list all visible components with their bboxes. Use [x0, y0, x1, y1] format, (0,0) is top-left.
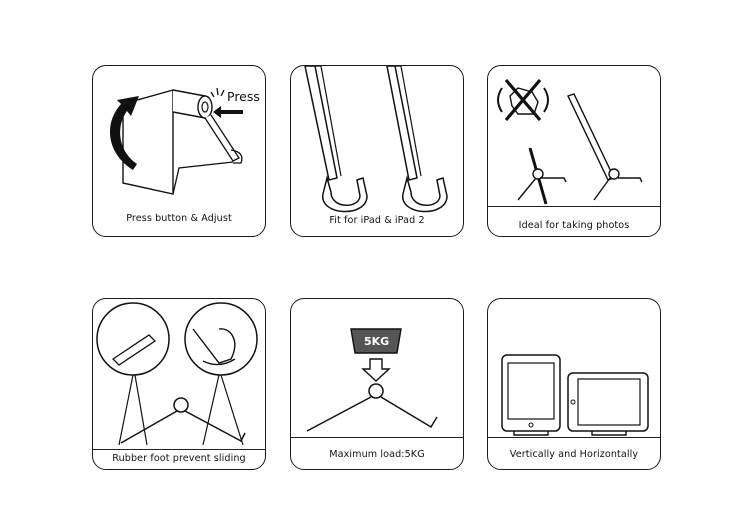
rubber-foot-illustration: [96, 302, 258, 446]
press-adjust-illustration: Press: [109, 87, 260, 195]
caption-rubber-foot: Rubber foot prevent sliding: [112, 453, 246, 464]
panel-rubber-foot: Rubber foot prevent sliding: [92, 298, 266, 470]
max-load-illustration: 5KG: [306, 328, 438, 432]
panel-photos: Ideal for taking photos: [487, 65, 661, 237]
press-arrow-icon: [210, 87, 243, 118]
press-label: Press: [227, 89, 260, 104]
photos-illustration: [497, 78, 643, 205]
down-arrow-icon: [361, 358, 391, 382]
panel-orientation: Vertically and Horizontally: [487, 298, 661, 470]
no-hand-icon: [497, 78, 549, 122]
panel-ipad-fit: Fit for iPad & iPad 2: [290, 65, 464, 237]
panel-max-load: 5KG Maximum load:5KG: [290, 298, 464, 470]
home-button-icon: [528, 422, 534, 428]
ground-line: [488, 437, 660, 438]
weight-label: 5KG: [364, 335, 389, 348]
curved-arrow-icon: [109, 96, 139, 170]
caption-photos: Ideal for taking photos: [518, 220, 630, 231]
orientation-illustration: [501, 354, 649, 436]
caption-orientation: Vertically and Horizontally: [509, 449, 639, 460]
weight-box: [350, 328, 402, 354]
ground-line: [291, 437, 463, 438]
caption-press-adjust: Press button & Adjust: [126, 213, 232, 224]
home-button-icon: [570, 399, 576, 405]
ipad-fit-illustration: [304, 66, 448, 213]
caption-ipad-fit: Fit for iPad & iPad 2: [329, 215, 425, 226]
panel-press-adjust: Press Press button & Adjust: [92, 65, 266, 237]
ground-line: [93, 449, 265, 450]
caption-max-load: Maximum load:5KG: [329, 449, 425, 460]
ground-line: [488, 206, 660, 207]
